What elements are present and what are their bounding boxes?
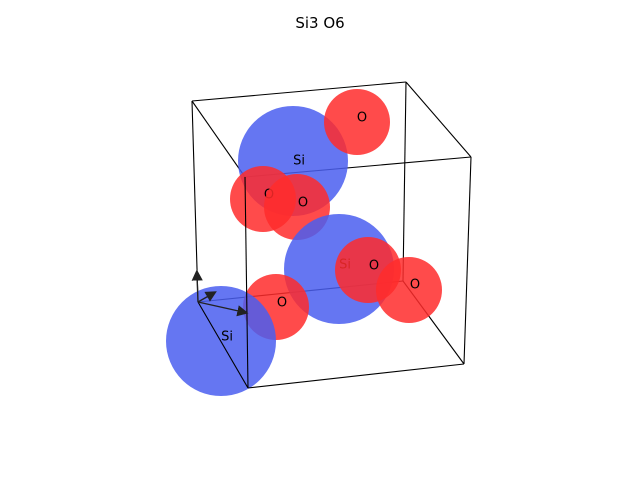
cell-edge — [191, 81, 407, 102]
atom-sphere — [324, 89, 390, 155]
atom-label: O — [298, 196, 308, 211]
atom-label: O — [410, 278, 420, 293]
cell-edge — [191, 100, 199, 303]
atom-label: O — [357, 111, 367, 126]
unit-cell-front-edges — [197, 156, 472, 389]
axis-arrow-a — [197, 301, 249, 317]
cell-edge — [197, 301, 249, 389]
cell-edge — [463, 156, 472, 365]
cell-edge — [247, 363, 465, 389]
cell-edge — [405, 81, 472, 158]
axis-arrow-c — [191, 269, 203, 303]
atom-label: O — [277, 296, 287, 311]
atoms-layer: Si O O O Si O O O — [166, 89, 442, 396]
cell-edge — [191, 100, 246, 178]
structure-title: Si3 O6 — [295, 14, 345, 32]
cell-edge — [402, 81, 407, 282]
atom-sphere — [376, 257, 442, 323]
atom-label: Si — [293, 154, 305, 169]
atom-label: Si — [221, 330, 233, 345]
atom-o[interactable]: O — [376, 257, 442, 323]
axis-arrow-b — [197, 291, 217, 303]
cell-edge — [244, 176, 249, 389]
atom-label: O — [369, 259, 379, 274]
axis-triad — [191, 269, 249, 317]
atom-o[interactable]: O — [324, 89, 390, 155]
